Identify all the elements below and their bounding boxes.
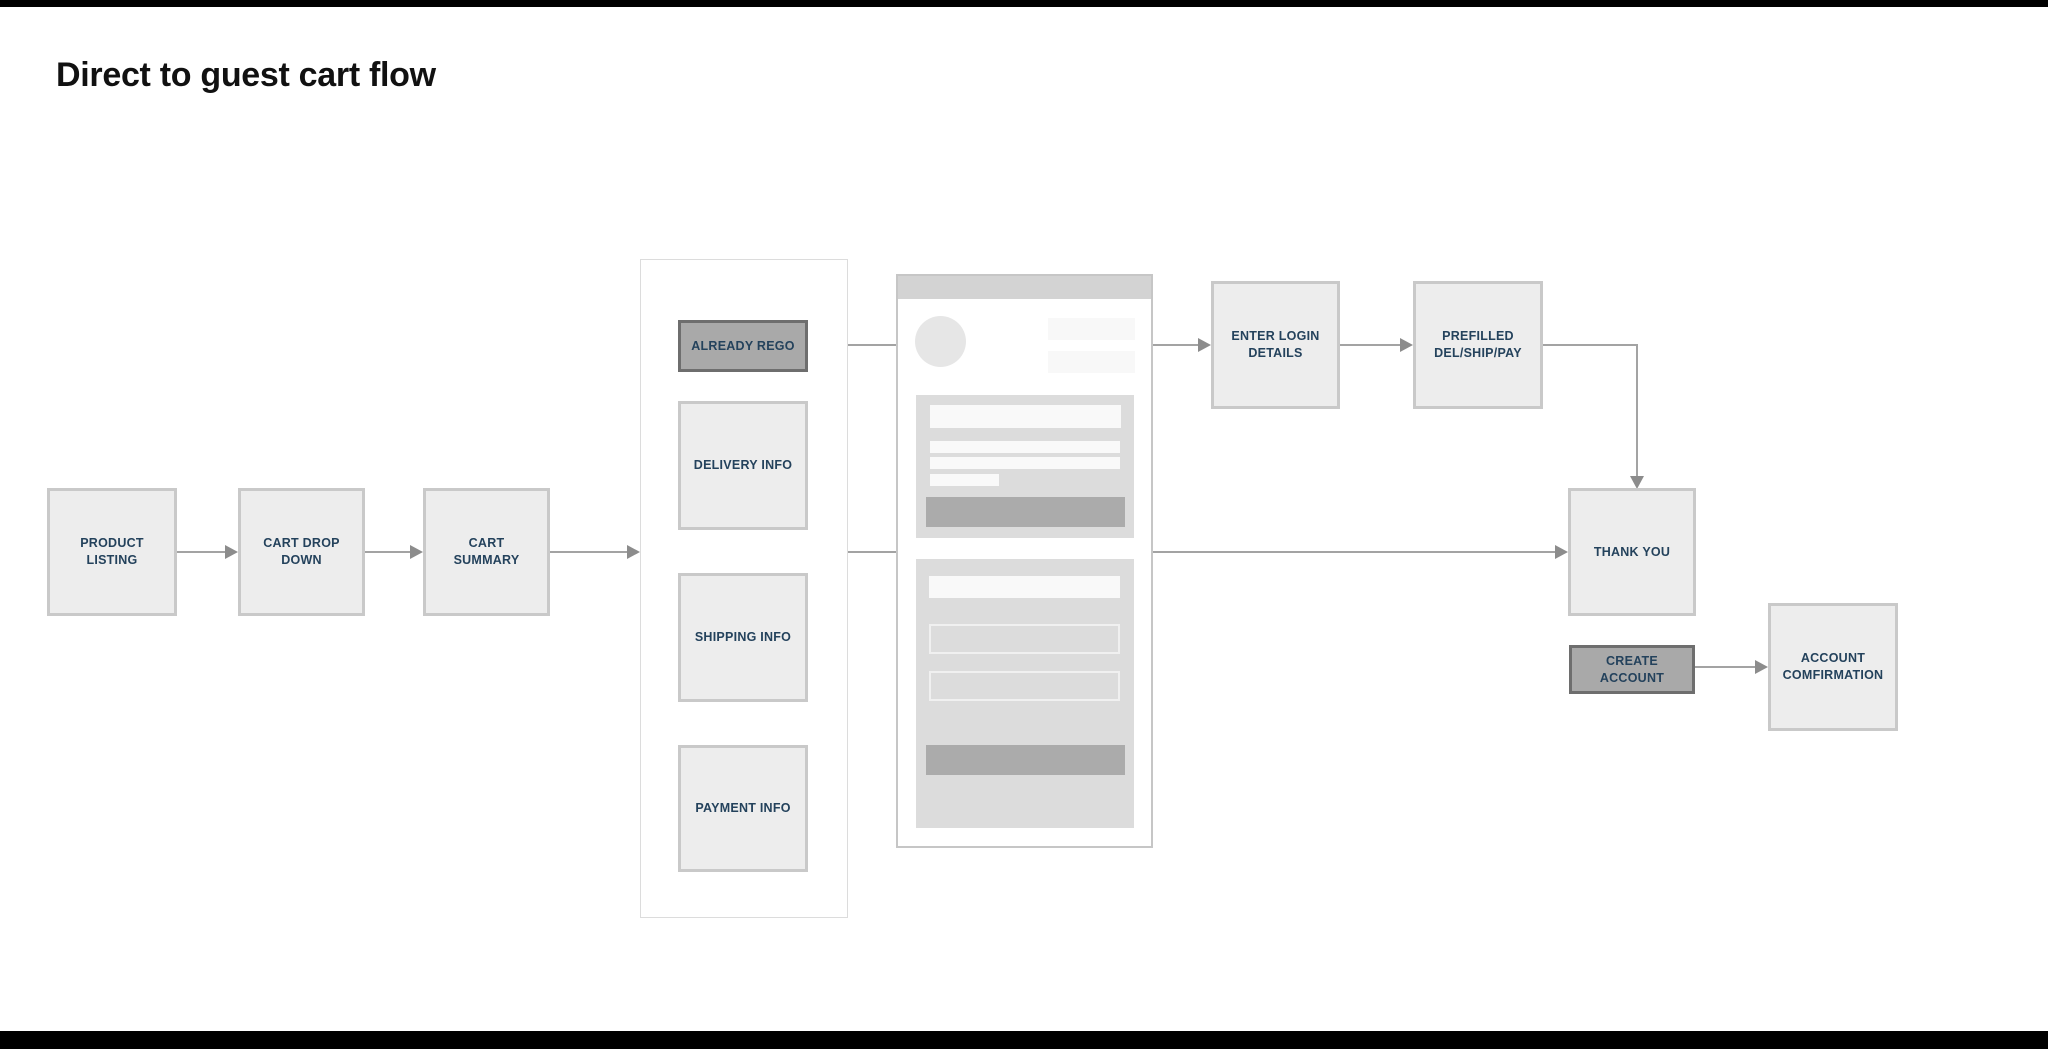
- node-enter-login-details[interactable]: ENTER LOGIN DETAILS: [1211, 281, 1340, 409]
- page-title: Direct to guest cart flow: [56, 56, 436, 94]
- text-line-placeholder: [930, 441, 1120, 453]
- button-placeholder: [926, 497, 1125, 527]
- node-label: ALREADY REGO: [691, 338, 795, 353]
- arrowhead-into-cart-summary: [410, 545, 423, 559]
- node-label: CART DROP DOWN: [263, 536, 340, 567]
- node-already-rego[interactable]: ALREADY REGO: [678, 320, 808, 372]
- connector-login-to-prefilled: [1340, 344, 1400, 346]
- node-cart-drop-down[interactable]: CART DROP DOWN: [238, 488, 365, 616]
- node-create-account[interactable]: CREATE ACCOUNT: [1569, 645, 1695, 694]
- arrowhead-into-enter-login: [1198, 338, 1211, 352]
- arrowhead-into-prefilled: [1400, 338, 1413, 352]
- connector-prefilled-elbow-v: [1636, 344, 1638, 476]
- header-text-placeholder-2: [1048, 351, 1135, 373]
- node-product-listing[interactable]: PRODUCT LISTING: [47, 488, 177, 616]
- arrowhead-into-cart-drop-down: [225, 545, 238, 559]
- header-text-placeholder-1: [1048, 318, 1135, 340]
- input-placeholder-2: [929, 671, 1120, 701]
- connector-create-to-confirmation: [1695, 666, 1755, 668]
- top-black-bar: [0, 0, 2048, 7]
- wireframe-section-login: [916, 395, 1134, 538]
- avatar-circle: [915, 316, 966, 367]
- node-delivery-info[interactable]: DELIVERY INFO: [678, 401, 808, 530]
- node-label: DELIVERY INFO: [693, 458, 793, 473]
- node-label: PAYMENT INFO: [695, 801, 791, 816]
- node-label: PRODUCT LISTING: [80, 536, 144, 567]
- node-label: ACCOUNT COMFIRMATION: [1782, 651, 1884, 682]
- node-label: CART SUMMARY: [453, 536, 520, 567]
- input-placeholder-1: [929, 624, 1120, 654]
- node-account-confirmation[interactable]: ACCOUNT COMFIRMATION: [1768, 603, 1898, 731]
- arrowhead-down-into-thank-you: [1630, 476, 1644, 489]
- arrowhead-into-thank-you: [1555, 545, 1568, 559]
- node-label: THANK YOU: [1593, 544, 1671, 559]
- connector-cartdrop-to-summary: [365, 551, 410, 553]
- arrowhead-into-account-confirmation: [1755, 660, 1768, 674]
- wireframe-header-bar: [898, 276, 1151, 299]
- node-cart-summary[interactable]: CART SUMMARY: [423, 488, 550, 616]
- node-label: ENTER LOGIN DETAILS: [1231, 329, 1320, 360]
- node-payment-info[interactable]: PAYMENT INFO: [678, 745, 808, 872]
- text-line-placeholder: [930, 405, 1121, 428]
- node-label: PREFILLED DEL/SHIP/PAY: [1434, 329, 1522, 360]
- connector-prefilled-elbow-h: [1543, 344, 1638, 346]
- node-prefilled-del-ship-pay[interactable]: PREFILLED DEL/SHIP/PAY: [1413, 281, 1543, 409]
- connector-product-to-cartdrop: [177, 551, 225, 553]
- node-label: CREATE ACCOUNT: [1599, 653, 1665, 685]
- node-shipping-info[interactable]: SHIPPING INFO: [678, 573, 808, 702]
- text-line-placeholder: [929, 576, 1120, 598]
- arrowhead-into-group: [627, 545, 640, 559]
- text-line-placeholder: [930, 457, 1120, 469]
- connector-summary-to-group: [550, 551, 627, 553]
- bottom-black-bar: [0, 1031, 2048, 1049]
- wireframe-page-mockup[interactable]: [896, 274, 1153, 848]
- node-thank-you[interactable]: THANK YOU: [1568, 488, 1696, 616]
- node-label: SHIPPING INFO: [694, 630, 792, 645]
- wireframe-section-guest: [916, 559, 1134, 828]
- button-placeholder: [926, 745, 1125, 775]
- connector-group-to-thank-you: [848, 551, 1555, 553]
- text-line-placeholder-short: [930, 474, 999, 486]
